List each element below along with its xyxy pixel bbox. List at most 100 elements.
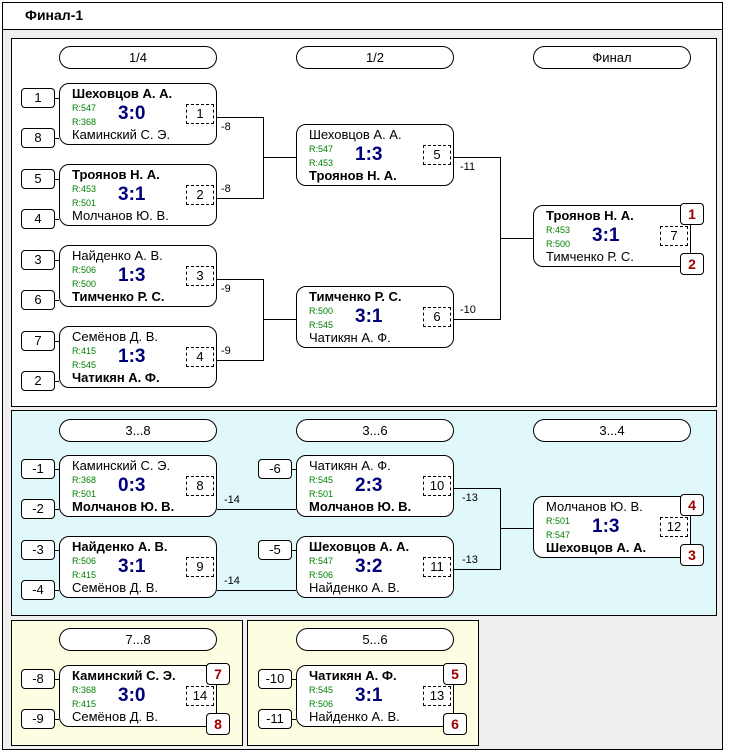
player-rating: R:501 [72, 198, 97, 208]
player-name: Чатикян А. Ф. [72, 370, 160, 385]
connector-line [55, 260, 59, 261]
seed-box: 7 [21, 331, 55, 351]
player-name: Семёнов Д. В. [72, 329, 159, 344]
round-header-quarterfinal: 1/4 [59, 46, 217, 69]
seed-box: 3 [21, 250, 55, 270]
match-score: 3:2 [355, 556, 383, 577]
seed-box: -3 [21, 540, 55, 560]
match-card[interactable]: Молчанов Ю. В. R:501 R:547 1:3 12 Шеховц… [533, 496, 691, 558]
connector-line [55, 719, 59, 720]
round-header-semifinal: 1/2 [296, 46, 454, 69]
player-name: Каминский С. Э. [72, 127, 171, 142]
match-card[interactable]: Тимченко Р. С. R:500 R:545 3:1 6 Чатикян… [296, 286, 454, 348]
connector-line [292, 469, 296, 470]
match-card[interactable]: Каминский С. Э. R:368 R:415 3:0 14 Семён… [59, 665, 217, 727]
player-rating: R:500 [72, 279, 97, 289]
connector-line [454, 569, 500, 570]
connector-line [500, 528, 533, 529]
match-score: 1:3 [118, 346, 146, 367]
seed-box: 8 [21, 128, 55, 148]
player-name: Троянов Н. А. [309, 168, 397, 183]
match-score: 1:3 [118, 265, 146, 286]
seed-box: -5 [258, 540, 292, 560]
place-badge: 2 [680, 253, 704, 275]
connector-line [55, 300, 59, 301]
place-badge: 8 [206, 713, 230, 735]
match-card[interactable]: Шеховцов А. А. R:547 R:506 3:2 11 Найден… [296, 536, 454, 598]
player-name: Найденко А. В. [309, 580, 400, 595]
seed-box: -9 [21, 709, 55, 729]
place-badge: 4 [680, 494, 704, 516]
match-number: 3 [186, 266, 214, 286]
match-number: 11 [423, 557, 451, 577]
player-name: Шеховцов А. А. [309, 539, 410, 554]
player-rating: R:506 [309, 699, 334, 709]
match-number: 1 [186, 104, 214, 124]
match-card[interactable]: Чатикян А. Ф. R:545 R:501 2:3 10 Молчано… [296, 455, 454, 517]
seed-box: 5 [21, 169, 55, 189]
match-card[interactable]: Шеховцов А. А. R:547 R:453 1:3 5 Троянов… [296, 124, 454, 186]
loss-label: -14 [224, 494, 240, 506]
match-number: 10 [423, 476, 451, 496]
player-rating: R:453 [309, 158, 334, 168]
connector-line [55, 509, 59, 510]
match-card[interactable]: Найденко А. В. R:506 R:415 3:1 9 Семёнов… [59, 536, 217, 598]
connector-line [292, 550, 296, 551]
player-name: Тимченко Р. С. [72, 289, 165, 304]
match-score: 2:3 [355, 475, 383, 496]
connector-line [55, 179, 59, 180]
player-rating: R:545 [72, 360, 97, 370]
loss-label: -14 [224, 575, 240, 587]
connector-line [292, 719, 296, 720]
connector-line [263, 117, 264, 199]
connector-line [55, 341, 59, 342]
player-name: Тимченко Р. С. [309, 289, 402, 304]
loss-label: -8 [221, 183, 231, 195]
match-number: 14 [186, 686, 214, 706]
round-header-3-4: 3...4 [533, 419, 691, 442]
connector-line [263, 157, 296, 158]
connector-line [454, 157, 500, 158]
match-score: 1:3 [592, 516, 620, 537]
match-card[interactable]: Троянов Н. А. R:453 R:501 3:1 2 Молчанов… [59, 164, 217, 226]
connector-line [217, 198, 263, 199]
connector-line [55, 679, 59, 680]
player-name: Молчанов Ю. В. [72, 208, 169, 223]
player-rating: R:415 [72, 699, 97, 709]
connector-line [500, 488, 501, 570]
player-rating: R:506 [72, 556, 97, 566]
connector-line [217, 279, 263, 280]
loss-label: -9 [221, 283, 231, 295]
connector-line [55, 98, 59, 99]
match-card[interactable]: Семёнов Д. В. R:415 R:545 1:3 4 Чатикян … [59, 326, 217, 388]
match-number: 6 [423, 307, 451, 327]
place-badge: 6 [443, 713, 467, 735]
connector-line [263, 279, 264, 361]
player-name: Чатикян А. Ф. [309, 458, 391, 473]
round-header-final: Финал [533, 46, 691, 69]
player-rating: R:368 [72, 475, 97, 485]
player-rating: R:547 [72, 103, 97, 113]
match-card[interactable]: Троянов Н. А. R:453 R:500 3:1 7 Тимченко… [533, 205, 691, 267]
player-rating: R:501 [309, 489, 334, 499]
connector-line [55, 219, 59, 220]
player-rating: R:506 [72, 265, 97, 275]
match-card[interactable]: Каминский С. Э. R:368 R:501 0:3 8 Молчан… [59, 455, 217, 517]
player-name: Найденко А. В. [309, 709, 400, 724]
match-score: 3:1 [355, 685, 383, 706]
match-card[interactable]: Найденко А. В. R:506 R:500 1:3 3 Тимченк… [59, 245, 217, 307]
player-name: Чатикян А. Ф. [309, 668, 397, 683]
seed-box: 6 [21, 290, 55, 310]
round-header-7-8: 7...8 [59, 628, 217, 651]
seed-box: 4 [21, 209, 55, 229]
player-rating: R:453 [546, 225, 571, 235]
player-name: Троянов Н. А. [72, 167, 160, 182]
match-number: 5 [423, 145, 451, 165]
match-card[interactable]: Шеховцов А. А. R:547 R:368 3:0 1 Каминск… [59, 83, 217, 145]
match-card[interactable]: Чатикян А. Ф. R:545 R:506 3:1 13 Найденк… [296, 665, 454, 727]
player-name: Молчанов Ю. В. [546, 499, 643, 514]
connector-line [217, 509, 296, 510]
place-badge: 3 [680, 544, 704, 566]
round-header-5-6: 5...6 [296, 628, 454, 651]
player-name: Каминский С. Э. [72, 668, 176, 683]
